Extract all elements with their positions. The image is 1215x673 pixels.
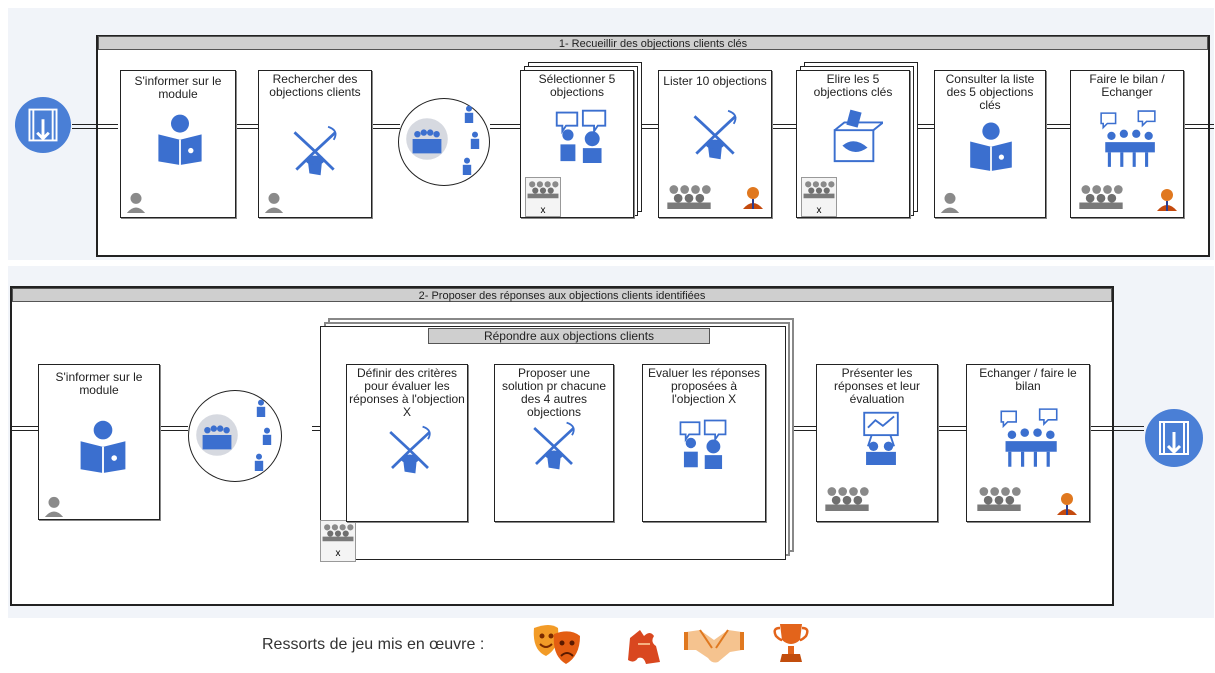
- step-label: Sélectionner 5 objections: [538, 72, 616, 99]
- step-label: Consulter la liste des 5 objections clés: [945, 72, 1035, 112]
- connector: [372, 124, 400, 129]
- person-icon: [463, 105, 475, 123]
- person-icon: [255, 399, 267, 417]
- start-door-icon: [14, 96, 72, 154]
- meeting-icon: [1097, 109, 1159, 171]
- crowd-icon: [1077, 183, 1125, 209]
- user-icon: [263, 191, 285, 213]
- connector: [10, 426, 38, 431]
- phase2-step-inform[interactable]: S'informer sur le module: [38, 364, 160, 520]
- step-label: Proposer une solution pr chacune des 4 a…: [501, 366, 607, 419]
- person-icon: [261, 427, 273, 445]
- dialog-icon: [677, 417, 729, 469]
- phase2-step-present[interactable]: Présenter les réponses et leur évaluatio…: [816, 364, 938, 522]
- connector: [1046, 124, 1070, 129]
- user-icon: [939, 191, 961, 213]
- phase1-step-search[interactable]: Rechercher des objections clients: [258, 70, 372, 218]
- connector: [490, 124, 522, 129]
- badge-text: x: [816, 205, 822, 216]
- phase1-step-review[interactable]: Faire le bilan / Echanger: [1070, 70, 1184, 218]
- person-icon: [469, 131, 481, 149]
- scissors-icon: [527, 419, 581, 473]
- team-badge: x: [525, 177, 561, 217]
- scissors-icon: [287, 123, 343, 179]
- phase1-step-elect[interactable]: Elire les 5 objections clés x: [796, 70, 910, 218]
- group-icon: [193, 411, 241, 459]
- phase2-step-evaluate[interactable]: Evaluer les réponses proposées à l'objec…: [642, 364, 766, 522]
- step-label: Lister 10 objections: [663, 74, 767, 88]
- phase1-step-select[interactable]: Sélectionner 5 objections x: [520, 70, 634, 218]
- puzzle-piece-icon: [628, 630, 660, 664]
- reader-icon: [965, 119, 1017, 171]
- handshake-icon: [684, 629, 744, 663]
- phase1-step-inform[interactable]: S'informer sur le module: [120, 70, 236, 218]
- step-label: Evaluer les réponses proposées à l'objec…: [647, 366, 761, 406]
- dialog-icon: [553, 107, 609, 163]
- reader-icon: [153, 111, 207, 165]
- team-badge: x: [320, 520, 356, 562]
- connector: [772, 124, 798, 129]
- presentation-icon: [853, 409, 909, 465]
- facilitator-icon: [741, 185, 765, 209]
- connector: [638, 124, 660, 129]
- trophy-icon: [773, 624, 809, 662]
- user-icon: [125, 191, 147, 213]
- group-circle: [398, 98, 490, 186]
- step-label: Présenter les réponses et leur évaluatio…: [833, 366, 921, 406]
- connector: [938, 426, 966, 431]
- subgroup-title: Répondre aux objections clients: [428, 328, 710, 344]
- group-icon: [403, 115, 451, 163]
- phase2-step-propose[interactable]: Proposer une solution pr chacune des 4 a…: [494, 364, 614, 522]
- theater-masks-icon: [533, 625, 580, 664]
- badge-text: x: [540, 205, 546, 216]
- connector: [236, 124, 258, 129]
- connector: [160, 426, 188, 431]
- phase1-step-list[interactable]: Lister 10 objections: [658, 70, 772, 218]
- step-label: Elire les 5 objections clés: [813, 72, 893, 99]
- phase2-step-review[interactable]: Echanger / faire le bilan: [966, 364, 1090, 522]
- group-circle: [188, 390, 282, 482]
- team-badge: x: [801, 177, 837, 217]
- facilitator-icon: [1155, 187, 1179, 211]
- connector: [912, 124, 934, 129]
- phase1-title: 1- Recueillir des objections clients clé…: [98, 36, 1208, 50]
- step-label: S'informer sur le module: [134, 74, 222, 101]
- person-icon: [461, 157, 473, 175]
- end-door-icon: [1144, 408, 1204, 468]
- game-mechanics-label: Ressorts de jeu mis en œuvre :: [262, 636, 485, 653]
- badge-text: x: [335, 548, 341, 559]
- phase1-step-consult[interactable]: Consulter la liste des 5 objections clés: [934, 70, 1046, 218]
- scissors-icon: [383, 423, 437, 477]
- scissors-icon: [687, 107, 743, 163]
- ballot-box-icon: [825, 107, 883, 165]
- connector: [1184, 124, 1214, 129]
- step-label: Définir des critères pour évaluer les ré…: [349, 366, 465, 419]
- step-label: Rechercher des objections clients: [269, 72, 361, 99]
- person-icon: [253, 453, 265, 471]
- meeting-icon: [997, 407, 1061, 471]
- reader-icon: [75, 417, 131, 473]
- connector: [1090, 426, 1144, 431]
- crowd-icon: [665, 183, 713, 209]
- step-label: Faire le bilan / Echanger: [1089, 72, 1165, 99]
- connector: [72, 124, 118, 129]
- crowd-icon: [823, 485, 871, 511]
- phase2-title: 2- Proposer des réponses aux objections …: [12, 288, 1112, 302]
- step-label: Echanger / faire le bilan: [979, 366, 1077, 393]
- step-label: S'informer sur le module: [55, 370, 143, 397]
- phase2-step-criteria[interactable]: Définir des critères pour évaluer les ré…: [346, 364, 468, 522]
- crowd-icon: [975, 485, 1023, 511]
- user-icon: [43, 495, 65, 517]
- facilitator-icon: [1055, 491, 1079, 515]
